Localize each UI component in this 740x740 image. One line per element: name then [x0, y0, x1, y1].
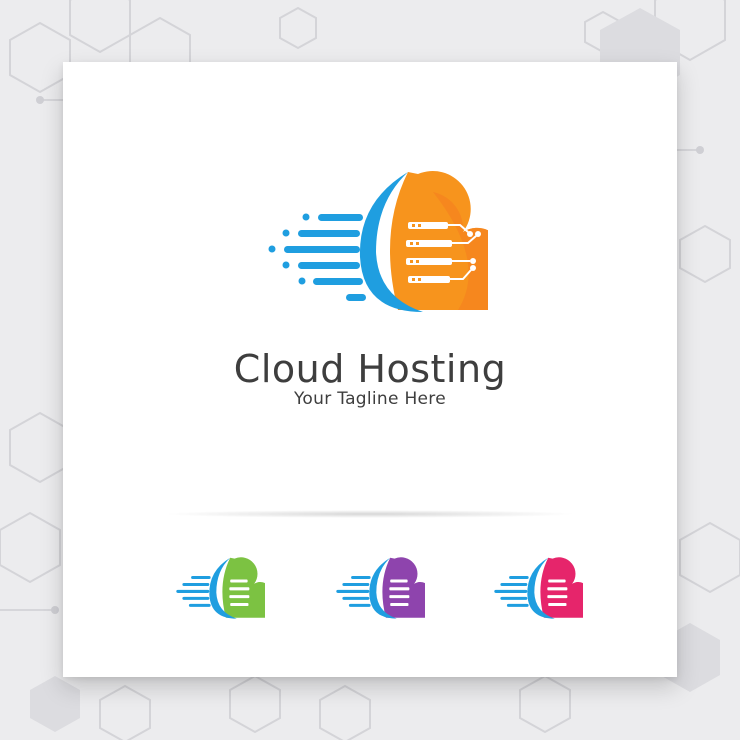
divider-shadow	[163, 510, 577, 518]
green-variant-logo-icon	[176, 557, 265, 619]
brand-title: Cloud Hosting	[233, 347, 507, 391]
purple-variant-logo-icon	[336, 557, 425, 619]
brand-tagline: Your Tagline Here	[294, 389, 446, 409]
cloud-server-logo-icon	[268, 171, 488, 312]
pink-variant-logo-icon	[494, 557, 583, 619]
logo-card: Cloud Hosting Your Tagline Here	[63, 62, 677, 677]
